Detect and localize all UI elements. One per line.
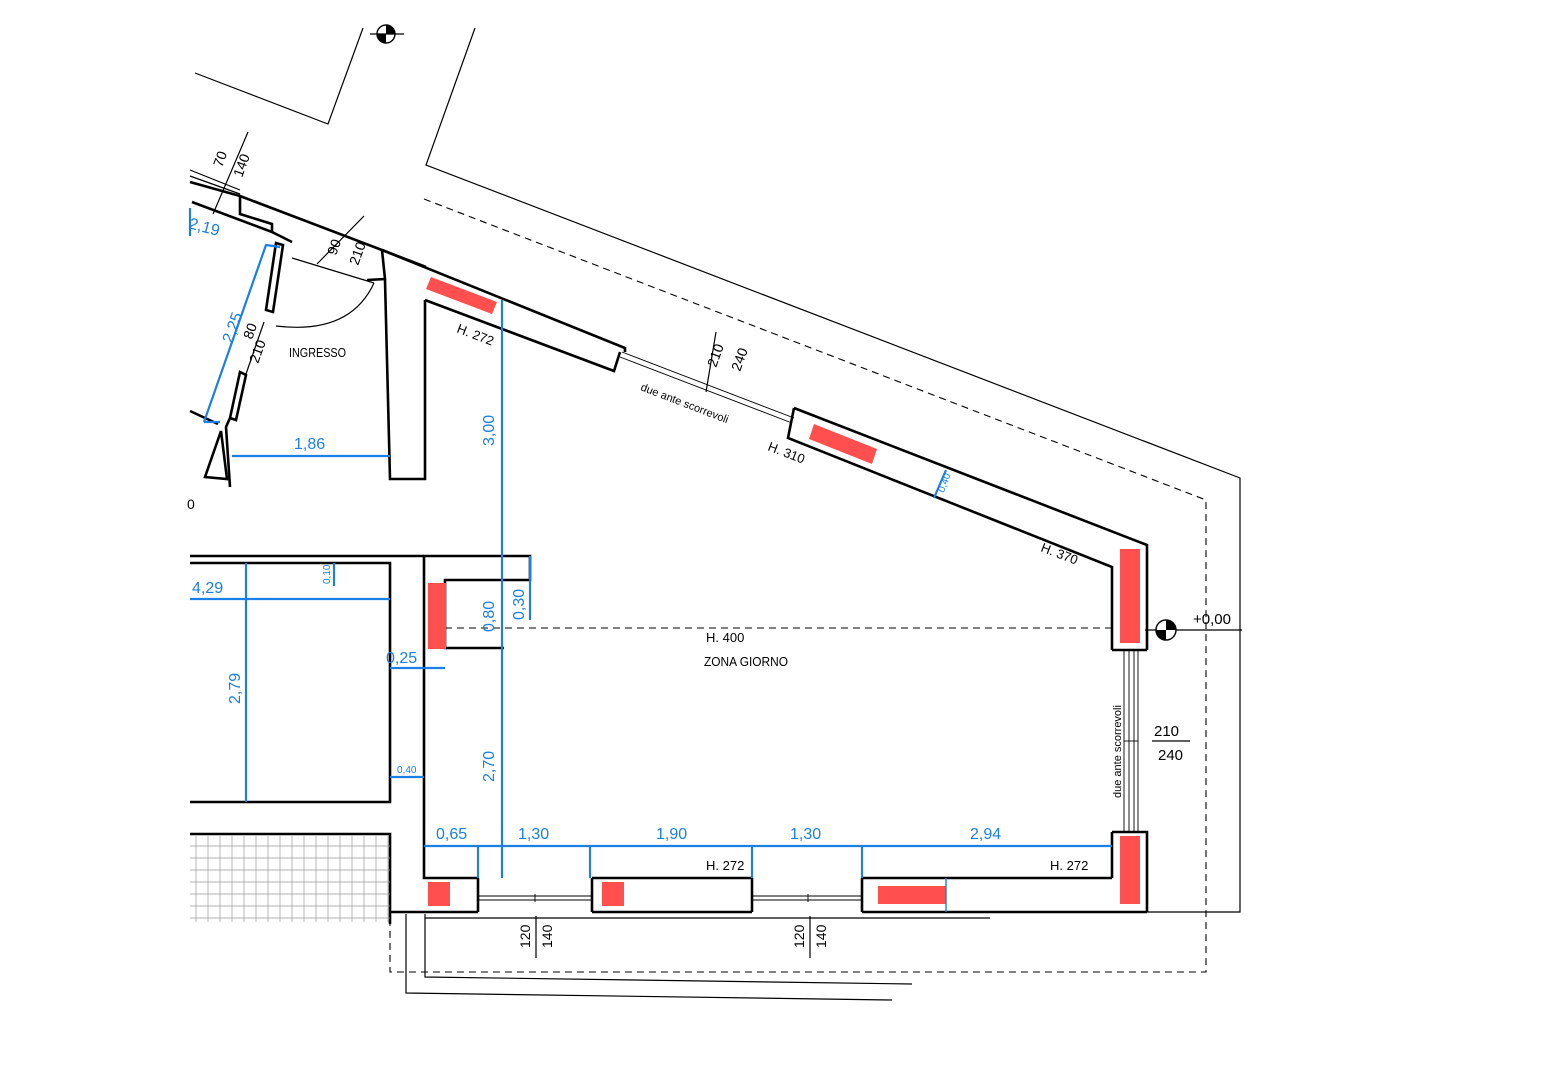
site-lines (194, 27, 1242, 1001)
level-marker-icon (1155, 619, 1177, 641)
opening-width: 120 (791, 924, 807, 948)
opening-ticks (212, 131, 1190, 958)
entrance-walls (189, 169, 427, 488)
dimension-value: 2,79 (227, 673, 244, 704)
dimension-value: 2,70 (481, 751, 498, 782)
opening-width: 90 (324, 237, 344, 257)
stray-label: 0 (187, 496, 195, 512)
labels: INGRESSO ZONA GIORNO H. 400 +0,00 H. 272… (187, 149, 1231, 948)
dimension-value: 0,10 (322, 564, 333, 584)
dimension-value: 0,40 (936, 472, 953, 494)
room-height-main: H. 400 (706, 630, 744, 645)
dimension-value: 1,30 (518, 826, 549, 843)
dimension-value: 2,19 (187, 215, 222, 240)
dimension-value: 0,65 (436, 826, 467, 843)
height-label: H. 370 (1039, 540, 1080, 568)
main-walls (381, 248, 1149, 914)
radiator (428, 583, 446, 649)
opening-height: 240 (728, 345, 751, 373)
level-label: +0,00 (1193, 611, 1231, 628)
dimension-value: 1,30 (790, 826, 821, 843)
dimension-value: 0,40 (397, 765, 417, 776)
radiator (1120, 549, 1140, 643)
dimension-value: 0,80 (481, 601, 498, 632)
opening-height: 140 (230, 151, 253, 179)
opening-width: 70 (210, 149, 230, 169)
room-label-zona-giorno: ZONA GIORNO (704, 654, 788, 669)
opening-width: 210 (704, 341, 727, 369)
north-marker-icon (370, 24, 404, 44)
opening-height: 210 (246, 337, 269, 365)
radiators (426, 277, 1140, 906)
radiator (428, 882, 450, 906)
dimension-lines (188, 208, 1112, 912)
opening-note: due ante scorrevoli (1112, 705, 1124, 798)
height-label: H. 272 (1050, 858, 1088, 873)
opening-width: 80 (240, 321, 260, 341)
radiator (426, 277, 497, 314)
dimension-value: 4,29 (192, 580, 223, 597)
left-room (190, 554, 424, 924)
dimension-value: 0,30 (511, 589, 528, 620)
opening-height: 140 (813, 924, 829, 948)
room-label-ingresso: INGRESSO (289, 345, 346, 360)
height-label: H. 272 (706, 858, 744, 873)
opening-height: 140 (539, 924, 555, 948)
dimension-value: 0,25 (386, 650, 417, 667)
dimension-value: 1,86 (294, 436, 325, 453)
radiator (809, 424, 877, 464)
opening-height: 210 (346, 239, 369, 267)
radiator (602, 882, 624, 906)
dimension-value: 1,90 (656, 826, 687, 843)
radiator (1120, 836, 1140, 904)
radiator (878, 886, 946, 904)
dimension-value: 3,00 (481, 415, 498, 446)
dimension-value: 2,94 (970, 826, 1001, 843)
opening-width: 210 (1154, 723, 1179, 740)
opening-height: 240 (1158, 747, 1183, 764)
opening-width: 120 (517, 924, 533, 948)
